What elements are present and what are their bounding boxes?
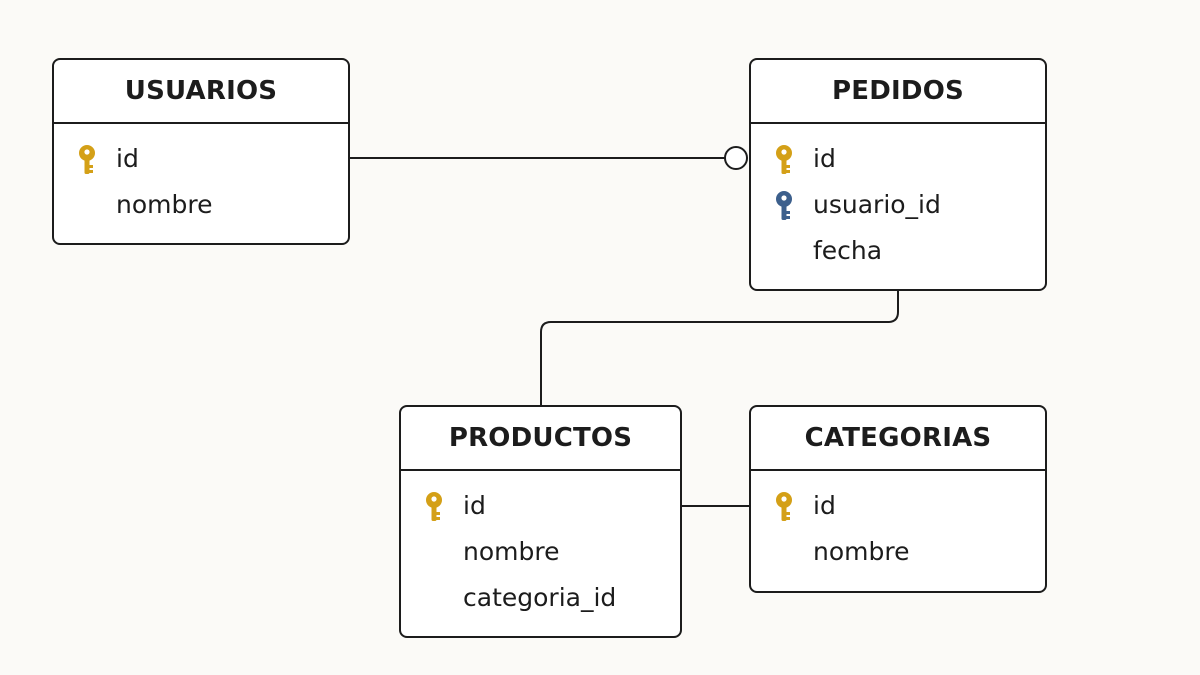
- zero-cardinality-marker: [724, 146, 748, 170]
- entity-title: PRODUCTOS: [401, 407, 680, 471]
- field-row[interactable]: id: [54, 136, 348, 182]
- primary-key-icon: [776, 145, 792, 174]
- field-name: id: [116, 144, 139, 173]
- entity-fields: id nombre: [54, 124, 348, 228]
- field-name: nombre: [116, 190, 213, 219]
- entity-title: USUARIOS: [54, 60, 348, 124]
- field-name: categoria_id: [463, 583, 617, 612]
- entity-productos[interactable]: PRODUCTOS id nombre categoria_id: [399, 405, 682, 638]
- primary-key-icon: [79, 145, 95, 174]
- field-name: fecha: [813, 236, 883, 265]
- field-name: nombre: [813, 537, 910, 566]
- field-row[interactable]: nombre: [751, 529, 1045, 575]
- relationship-pedidos-productos: [540, 291, 899, 406]
- field-name: id: [813, 491, 836, 520]
- primary-key-icon: [776, 492, 792, 521]
- entity-title: CATEGORIAS: [751, 407, 1045, 471]
- field-row[interactable]: fecha: [751, 228, 1045, 274]
- field-name: id: [813, 144, 836, 173]
- entity-categorias[interactable]: CATEGORIAS id nombre: [749, 405, 1047, 593]
- field-row[interactable]: id: [751, 483, 1045, 529]
- field-row[interactable]: usuario_id: [751, 182, 1045, 228]
- entity-usuarios[interactable]: USUARIOS id nombre: [52, 58, 350, 245]
- entity-fields: id nombre: [751, 471, 1045, 575]
- foreign-key-icon: [776, 191, 792, 220]
- field-row[interactable]: nombre: [54, 182, 348, 228]
- field-name: id: [463, 491, 486, 520]
- field-name: usuario_id: [813, 190, 941, 219]
- field-row[interactable]: id: [401, 483, 680, 529]
- entity-fields: id nombre categoria_id: [401, 471, 680, 621]
- field-name: nombre: [463, 537, 560, 566]
- field-row[interactable]: categoria_id: [401, 575, 680, 621]
- field-row[interactable]: id: [751, 136, 1045, 182]
- entity-title: PEDIDOS: [751, 60, 1045, 124]
- field-row[interactable]: nombre: [401, 529, 680, 575]
- primary-key-icon: [426, 492, 442, 521]
